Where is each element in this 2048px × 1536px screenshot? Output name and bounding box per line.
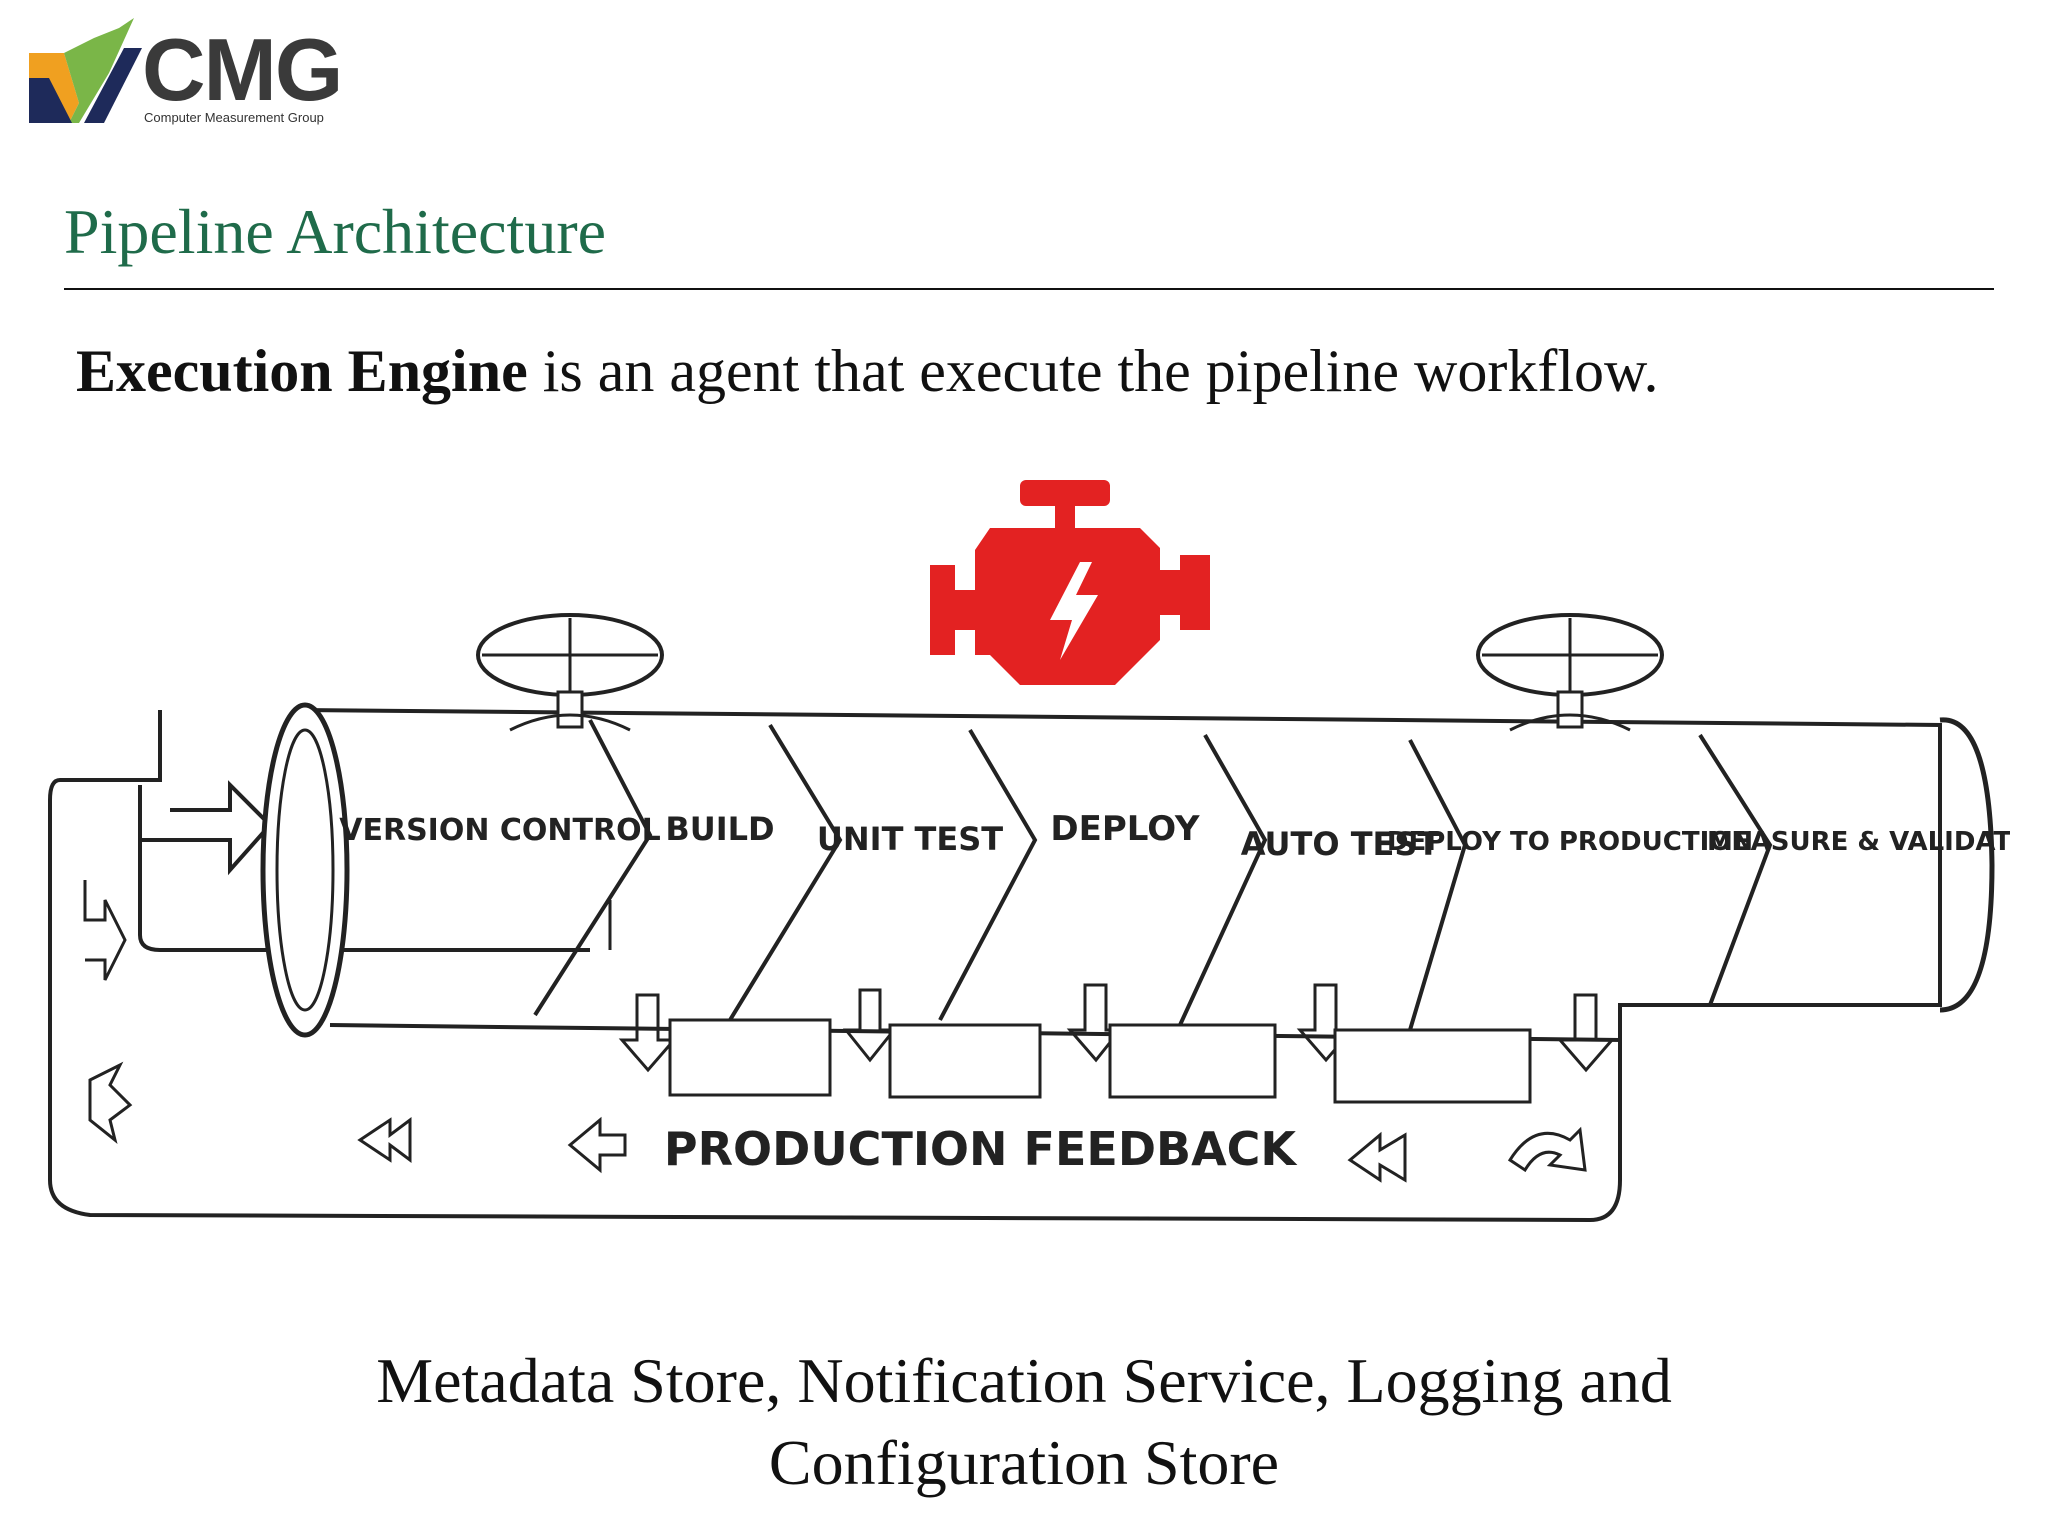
pipeline-diagram: VERSION CONTROL BUILD UNIT TEST DEPLOY A… [48, 480, 2010, 1223]
logo-mark-icon [29, 18, 142, 123]
stage-label-version-control: VERSION CONTROL [339, 813, 660, 848]
pipe-outlet [1939, 717, 1995, 1013]
stage-label-deploy: DEPLOY [1050, 809, 1200, 849]
components-caption: Metadata Store, Notification Service, Lo… [0, 1340, 2048, 1504]
stage-label-auto-test: AUTO TEST [1241, 825, 1440, 863]
lead-sentence: Execution Engine is an agent that execut… [76, 338, 1658, 404]
stage-label-build: BUILD [665, 810, 774, 848]
production-feedback-label: PRODUCTION FEEDBACK [664, 1122, 1299, 1176]
stage-label-unit-test: UNIT TEST [817, 820, 1003, 858]
logo-wordmark: CMG [142, 20, 343, 119]
cmg-logo: CMG Computer Measurement Group [24, 18, 364, 128]
logo-subtitle: Computer Measurement Group [144, 110, 324, 125]
title-divider [64, 288, 1994, 290]
stage-label-measure-validate: MEASURE & VALIDATE [1707, 827, 2010, 857]
caption-line-2: Configuration Store [768, 1426, 1280, 1498]
lead-term: Execution Engine [76, 338, 528, 404]
slide-title: Pipeline Architecture [64, 196, 607, 267]
feedback-arrow-icon [357, 1117, 412, 1163]
stage-label-deploy-production: DEPLOY TO PRODUCTION [1387, 827, 1753, 857]
pipe-inlet [260, 702, 350, 1038]
valve-left-icon [476, 613, 664, 732]
caption-line-1: Metadata Store, Notification Service, Lo… [376, 1345, 1672, 1416]
lead-definition: is an agent that execute the pipeline wo… [527, 338, 1659, 404]
input-arrow-icon [138, 780, 273, 876]
valve-right-icon [1476, 613, 1664, 732]
engine-icon [930, 480, 1210, 685]
